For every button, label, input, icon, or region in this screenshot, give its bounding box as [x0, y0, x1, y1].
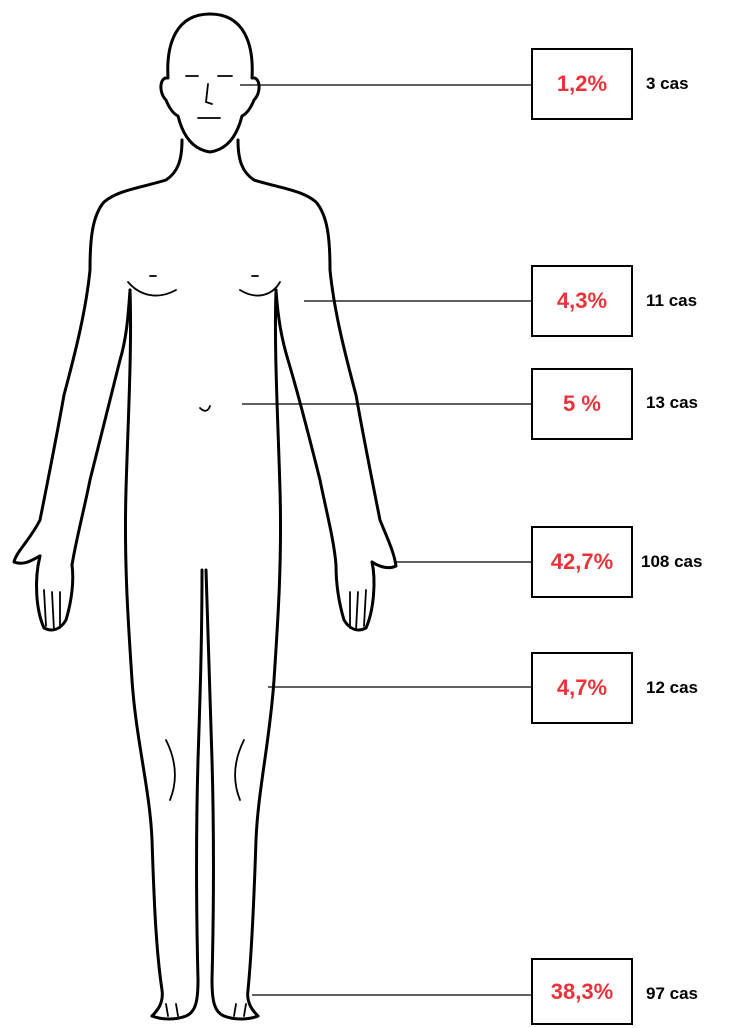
callout-trunk-percent: 5 % [563, 391, 601, 417]
callout-head-percent: 1,2% [557, 71, 607, 97]
callout-arm-box: 4,3% [531, 265, 633, 337]
callout-foot-percent: 38,3% [551, 979, 613, 1005]
callout-leg-count: 12 cas [646, 678, 698, 698]
callout-foot-box: 38,3% [531, 958, 633, 1025]
callout-trunk-box: 5 % [531, 368, 633, 440]
callout-leg-box: 4,7% [531, 652, 633, 724]
callout-hand-percent: 42,7% [551, 549, 613, 575]
callout-hand-box: 42,7% [531, 526, 633, 598]
callout-head-count: 3 cas [646, 74, 689, 94]
callout-leg-percent: 4,7% [557, 675, 607, 701]
callout-hand-count: 108 cas [641, 552, 702, 572]
callout-arm-percent: 4,3% [557, 288, 607, 314]
callout-head-box: 1,2% [531, 48, 633, 120]
callout-trunk-count: 13 cas [646, 393, 698, 413]
callout-foot-count: 97 cas [646, 984, 698, 1004]
callout-arm-count: 11 cas [646, 291, 697, 311]
